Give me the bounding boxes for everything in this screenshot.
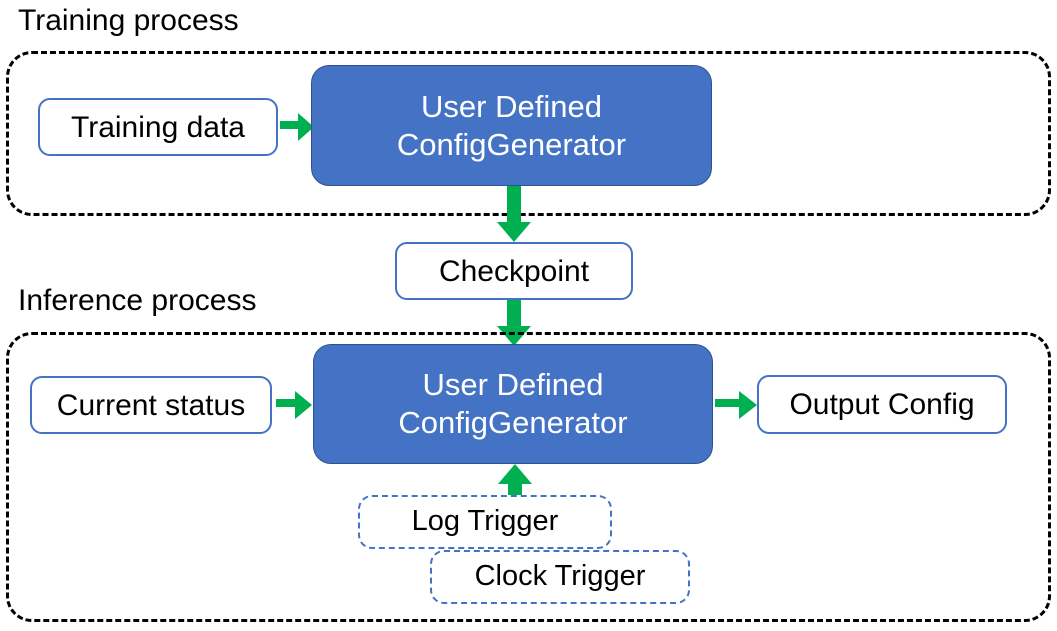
node-config-generator-inference-line1: User Defined (422, 367, 604, 403)
arrow-up-icon (498, 464, 532, 500)
node-checkpoint[interactable]: Checkpoint (395, 242, 633, 300)
inference-process-group (6, 332, 1051, 622)
node-config-generator-inference-line2: ConfigGenerator (398, 405, 628, 440)
arrow-generator-to-checkpoint (495, 186, 533, 244)
arrow-generator-to-output-config (715, 386, 759, 424)
node-current-status-label: Current status (56, 388, 246, 422)
training-process-group (6, 51, 1051, 216)
node-checkpoint-label: Checkpoint (438, 254, 590, 288)
node-config-generator-inference[interactable]: User Defined ConfigGenerator (313, 344, 713, 464)
node-log-trigger[interactable]: Log Trigger (358, 495, 612, 549)
arrow-training-data-to-generator (280, 108, 316, 146)
node-training-data-label: Training data (71, 110, 245, 144)
node-output-config-label: Output Config (789, 388, 975, 421)
arrow-right-icon (280, 113, 314, 141)
node-output-config[interactable]: Output Config (757, 375, 1007, 434)
node-current-status[interactable]: Current status (30, 376, 272, 434)
node-clock-trigger-label: Clock Trigger (474, 560, 646, 593)
node-config-generator-training-line1: User Defined (421, 88, 602, 124)
node-config-generator-training-line2: ConfigGenerator (396, 126, 627, 162)
inference-process-title: Inference process (18, 284, 257, 317)
node-config-generator-training[interactable]: User Defined ConfigGenerator (311, 65, 712, 186)
node-log-trigger-label: Log Trigger (411, 505, 559, 538)
arrow-right-icon (276, 391, 312, 419)
training-process-title: Training process (18, 4, 239, 37)
arrow-current-status-to-generator (276, 386, 314, 424)
node-training-data[interactable]: Training data (38, 98, 278, 156)
arrow-down-icon (497, 186, 531, 242)
arrow-trigger-to-generator (496, 464, 534, 502)
node-clock-trigger[interactable]: Clock Trigger (430, 550, 690, 604)
arrow-right-icon (715, 391, 757, 419)
